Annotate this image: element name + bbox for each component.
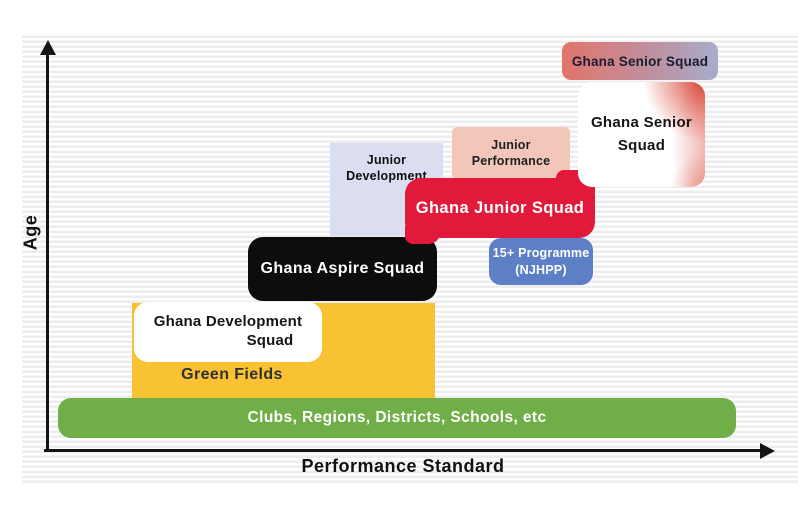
senior-squad-title-label: Ghana Senior Squad <box>571 53 709 69</box>
x-axis-label: Performance Standard <box>301 456 505 476</box>
x-axis-line <box>44 449 762 452</box>
junior-performance-box: Junior Performance <box>452 127 570 179</box>
development-squad-box: Ghana Development Squad <box>134 302 322 362</box>
y-axis-arrowhead-icon <box>40 40 56 55</box>
programme-15plus-line2: (NJHPP) <box>515 262 567 277</box>
aspire-squad-box: Ghana Aspire Squad <box>248 237 437 301</box>
green-fields-label: Green Fields <box>181 366 283 383</box>
x-axis-arrowhead-icon <box>760 443 775 459</box>
junior-squad-box: Ghana Junior Squad <box>405 178 595 238</box>
y-axis-line <box>46 52 49 452</box>
junior-development-line1: Junior <box>366 153 407 167</box>
senior-squad-line2: Squad <box>617 136 666 154</box>
junior-development-line2: Development <box>346 169 427 184</box>
junior-squad-label: Ghana Junior Squad <box>415 198 585 217</box>
development-squad-line2: Squad <box>246 332 294 349</box>
development-squad-line1: Ghana Development <box>153 313 303 331</box>
programme-15plus-box: 15+ Programme (NJHPP) <box>489 238 593 285</box>
junior-performance-line2: Performance <box>471 154 551 168</box>
programme-15plus-line1: 15+ Programme <box>492 246 590 261</box>
senior-squad-box: Ghana Senior Squad <box>578 82 705 187</box>
y-axis-label: Age <box>20 214 41 251</box>
senior-squad-line1: Ghana Senior <box>590 114 693 131</box>
aspire-squad-label: Ghana Aspire Squad <box>260 260 425 277</box>
base-level-label: Clubs, Regions, Districts, Schools, etc <box>247 409 547 426</box>
senior-squad-title-box: Ghana Senior Squad <box>562 42 718 80</box>
base-level-bar: Clubs, Regions, Districts, Schools, etc <box>58 398 736 438</box>
junior-performance-line1: Junior <box>491 137 531 152</box>
